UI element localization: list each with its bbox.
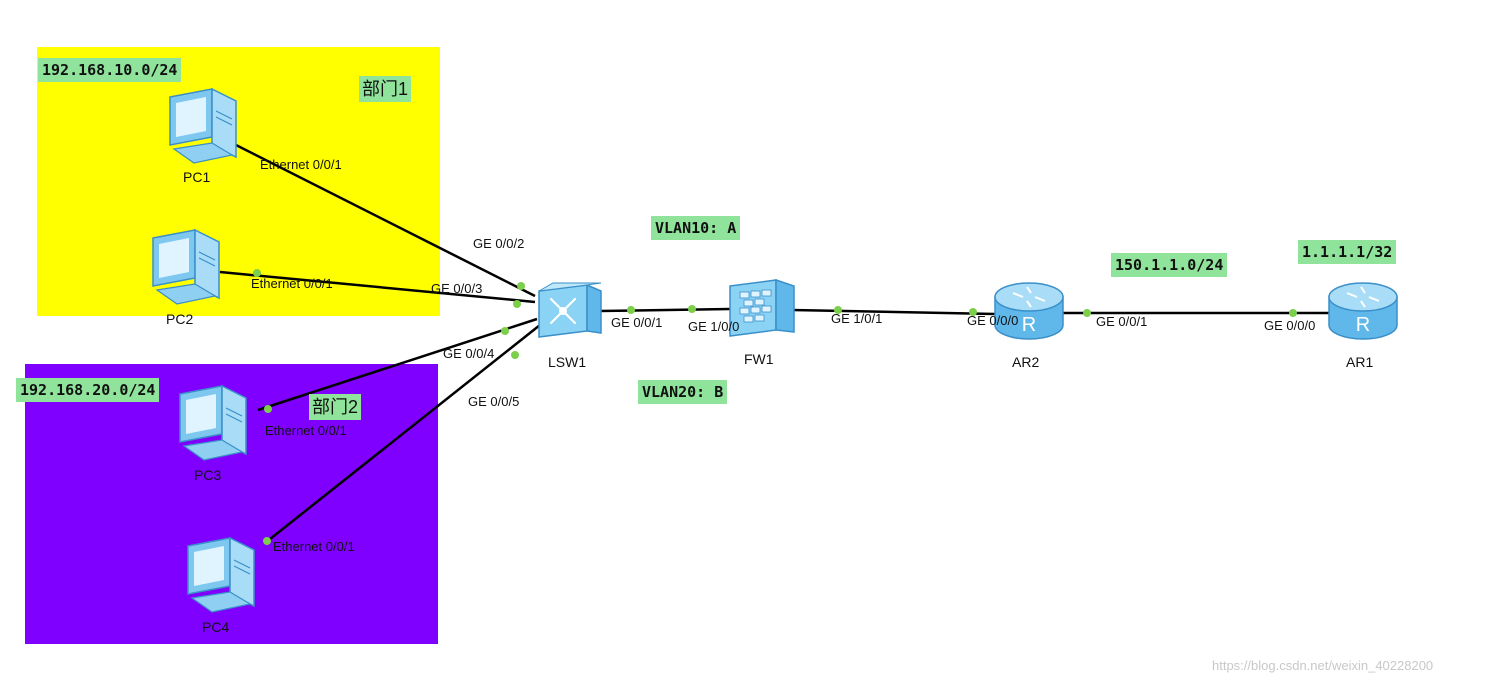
port-ar2-fw: GE 0/0/0 (967, 313, 1019, 328)
port-pc4-eth: Ethernet 0/0/1 (273, 539, 355, 554)
ar2-device[interactable]: R (991, 279, 1067, 348)
pc4-name: PC4 (202, 619, 230, 635)
pc4-device[interactable] (178, 536, 260, 619)
pc-icon (169, 87, 237, 164)
pc-icon (179, 384, 247, 461)
pc3-device[interactable] (170, 384, 252, 467)
pc3-name: PC3 (194, 467, 222, 483)
dept2-label: 部门2 (309, 394, 362, 420)
loopback-tag: 1.1.1.1/32 (1298, 240, 1397, 264)
port-lsw-pc2: GE 0/0/3 (431, 281, 483, 296)
pc1-name: PC1 (183, 169, 211, 185)
port-fw-ar2: GE 1/0/1 (831, 311, 883, 326)
dept2-subnet: 192.168.20.0/24 (16, 378, 160, 402)
pc2-device[interactable] (143, 228, 225, 311)
fw1-device[interactable] (728, 278, 796, 343)
link-pc1-lsw1 (231, 141, 536, 298)
link-pc3-lsw1 (257, 317, 538, 412)
link-lsw1-fw1 (599, 307, 731, 313)
pc2-name: PC2 (166, 311, 194, 327)
svg-text:R: R (1356, 314, 1370, 336)
port-lsw-pc1: GE 0/0/2 (473, 236, 525, 251)
fw1-name: FW1 (744, 351, 774, 367)
port-lsw-pc3: GE 0/0/4 (443, 346, 495, 361)
ar1-device[interactable]: R (1325, 279, 1401, 348)
link-fw1-ar2 (791, 308, 996, 316)
link-pc2-lsw1 (219, 270, 536, 304)
port-pc3-eth: Ethernet 0/0/1 (265, 423, 347, 438)
watermark: https://blog.csdn.net/weixin_40228200 (1212, 658, 1434, 673)
pc-icon (152, 228, 220, 305)
wan-subnet-tag: 150.1.1.0/24 (1111, 253, 1228, 277)
port-fw-lsw: GE 1/0/0 (688, 319, 740, 334)
svg-text:R: R (1022, 314, 1036, 336)
port-pc2-eth: Ethernet 0/0/1 (251, 276, 333, 291)
vlan20-tag: VLAN20: B (638, 380, 728, 404)
router-icon: R (1328, 282, 1398, 340)
ar1-name: AR1 (1346, 354, 1374, 370)
port-ar2-ar1: GE 0/0/1 (1096, 314, 1148, 329)
pc1-device[interactable] (160, 87, 242, 170)
port-ar1-ar2: GE 0/0/0 (1264, 318, 1316, 333)
dept1-label: 部门1 (359, 76, 412, 102)
switch-icon (538, 282, 602, 338)
firewall-icon (729, 278, 795, 337)
lsw1-device[interactable] (535, 281, 603, 344)
lsw1-name: LSW1 (548, 354, 587, 370)
link-pc4-lsw1 (264, 324, 541, 544)
ar2-name: AR2 (1012, 354, 1040, 370)
vlan10-tag: VLAN10: A (651, 216, 741, 240)
port-pc1-eth: Ethernet 0/0/1 (260, 157, 342, 172)
port-lsw-pc4: GE 0/0/5 (468, 394, 520, 409)
pc-icon (187, 536, 255, 613)
router-icon: R (994, 282, 1064, 340)
port-lsw-fw: GE 0/0/1 (611, 315, 663, 330)
dept1-subnet: 192.168.10.0/24 (38, 58, 182, 82)
